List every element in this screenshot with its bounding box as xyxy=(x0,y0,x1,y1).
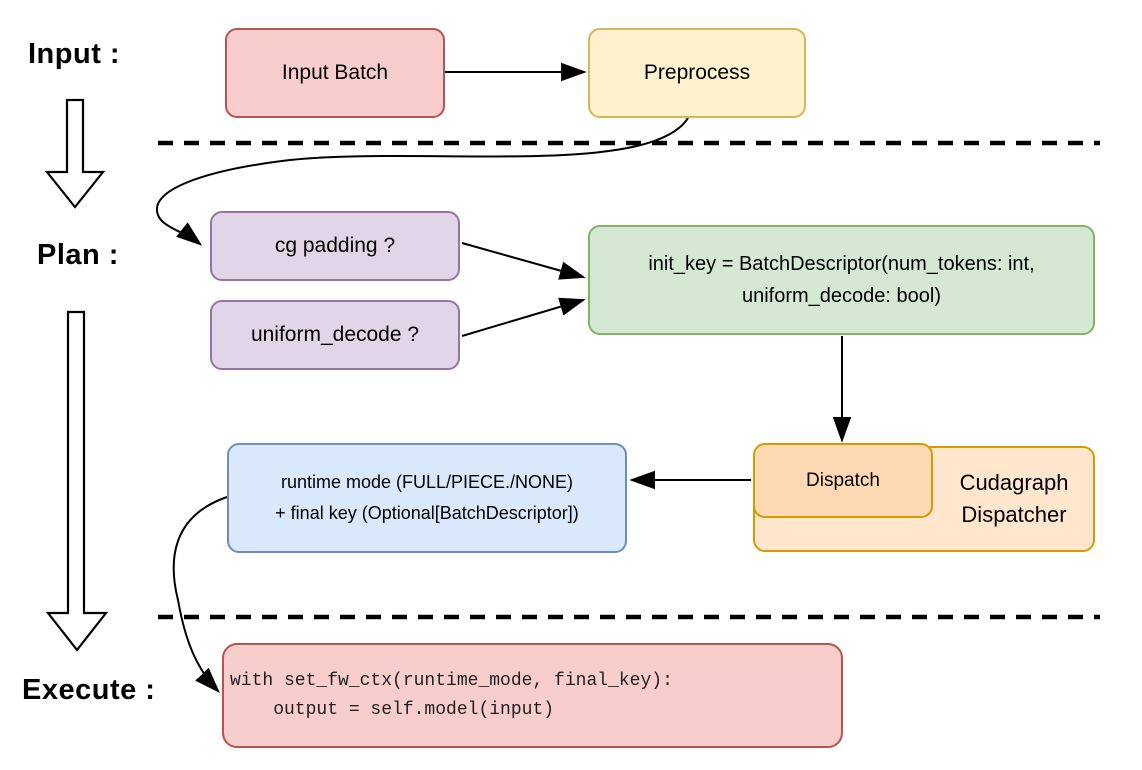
input-stage-arrow-icon xyxy=(44,98,106,209)
connector-cgpadding-initkey xyxy=(461,242,586,280)
stage-label-execute: Execute : xyxy=(22,674,156,706)
execute-code-line2: output = self.model(input) xyxy=(230,699,555,720)
stage-label-input: Input : xyxy=(28,38,121,70)
execute-code-line1: with set_fw_ctx(runtime_mode, final_key)… xyxy=(230,670,673,691)
node-uniform-decode-label: uniform_decode ? xyxy=(250,322,420,346)
connector-uniformdecode-initkey xyxy=(461,297,586,337)
node-preprocess-label: Preprocess xyxy=(643,60,751,84)
connector-preprocess-cgpadding xyxy=(155,117,689,246)
node-init-key-line1: init_key = BatchDescriptor(num_tokens: i… xyxy=(648,253,1035,275)
node-input-batch-label: Input Batch xyxy=(281,60,389,84)
cudagraph-dispatcher-line1: Cudagraph xyxy=(959,470,1069,496)
node-init-key: init_key = BatchDescriptor(num_tokens: i… xyxy=(588,225,1095,335)
node-uniform-decode: uniform_decode ? xyxy=(210,300,460,370)
cudagraph-dispatcher-label: Cudagraph Dispatcher xyxy=(933,446,1095,552)
node-runtime-mode-line1: runtime mode (FULL/PIECE./NONE) xyxy=(280,472,574,493)
node-input-batch: Input Batch xyxy=(225,28,445,118)
cudagraph-dispatcher-line2: Dispatcher xyxy=(961,502,1067,527)
node-runtime-mode-line2: + final key (Optional[BatchDescriptor]) xyxy=(275,503,579,523)
connector-runtimemode-executecode xyxy=(172,496,228,694)
node-init-key-line2: uniform_decode: bool) xyxy=(741,285,941,307)
node-cg-padding-label: cg padding ? xyxy=(274,233,396,257)
node-cg-padding: cg padding ? xyxy=(210,211,460,281)
node-preprocess: Preprocess xyxy=(588,28,806,118)
stage-label-plan: Plan : xyxy=(37,239,119,271)
node-dispatch-label: Dispatch xyxy=(806,469,880,491)
node-execute-code: with set_fw_ctx(runtime_mode, final_key)… xyxy=(222,643,843,748)
node-dispatch: Dispatch xyxy=(753,443,933,518)
node-runtime-mode: runtime mode (FULL/PIECE./NONE) + final … xyxy=(227,443,627,553)
plan-stage-arrow-icon xyxy=(45,310,109,652)
